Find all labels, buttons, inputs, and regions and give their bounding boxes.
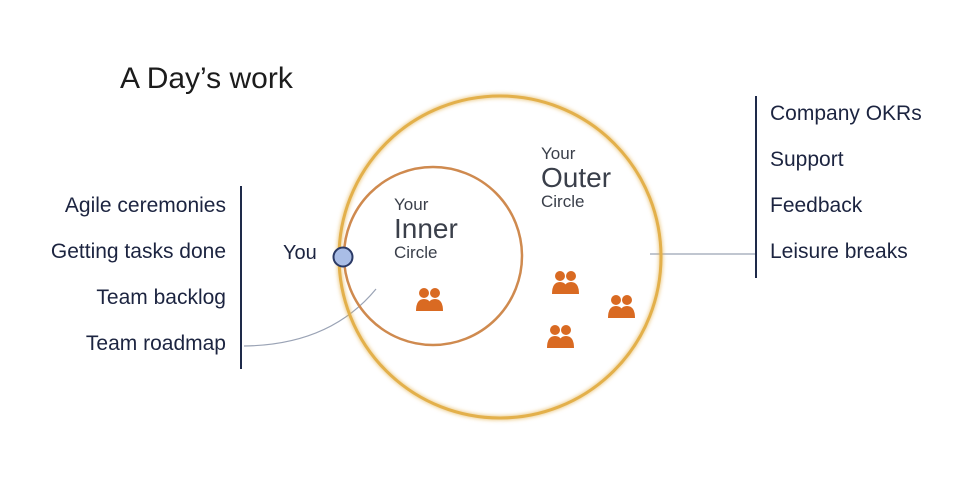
- left-connector-line: [243, 288, 377, 347]
- left-activity-list: Agile ceremonies Getting tasks done Team…: [20, 186, 226, 370]
- outer-circle-line2: Outer: [541, 162, 612, 193]
- outer-circle-line1: Your: [541, 144, 576, 163]
- right-item: Company OKRs: [770, 102, 922, 125]
- right-activity-list: Company OKRs Support Feedback Leisure br…: [770, 94, 922, 278]
- inner-circle-line2: Inner: [394, 213, 458, 244]
- outer-circle-line3: Circle: [541, 192, 585, 211]
- left-item: Team roadmap: [85, 332, 226, 355]
- left-item: Getting tasks done: [50, 240, 226, 263]
- people-group-icon: [547, 325, 574, 348]
- page-title: A Day’s work: [120, 62, 293, 95]
- right-bracket-bar: [755, 96, 757, 278]
- left-item: Agile ceremonies: [64, 194, 226, 217]
- inner-circle-line3: Circle: [394, 243, 438, 262]
- outer-circle-label: Your Outer Circle: [541, 145, 611, 210]
- you-label: You: [283, 242, 317, 264]
- right-item: Support: [770, 148, 844, 171]
- people-group-icon: [608, 295, 635, 318]
- left-bracket-bar: [240, 186, 242, 369]
- left-item: Team backlog: [96, 286, 226, 309]
- you-dot: [332, 246, 354, 268]
- inner-circle-label: Your Inner Circle: [394, 196, 458, 261]
- right-item: Feedback: [770, 194, 863, 217]
- outer-circle: [337, 94, 663, 420]
- people-group-icon: [552, 271, 579, 294]
- inner-circle-line1: Your: [394, 195, 429, 214]
- right-item: Leisure breaks: [770, 240, 908, 263]
- people-group-icon: [416, 288, 443, 311]
